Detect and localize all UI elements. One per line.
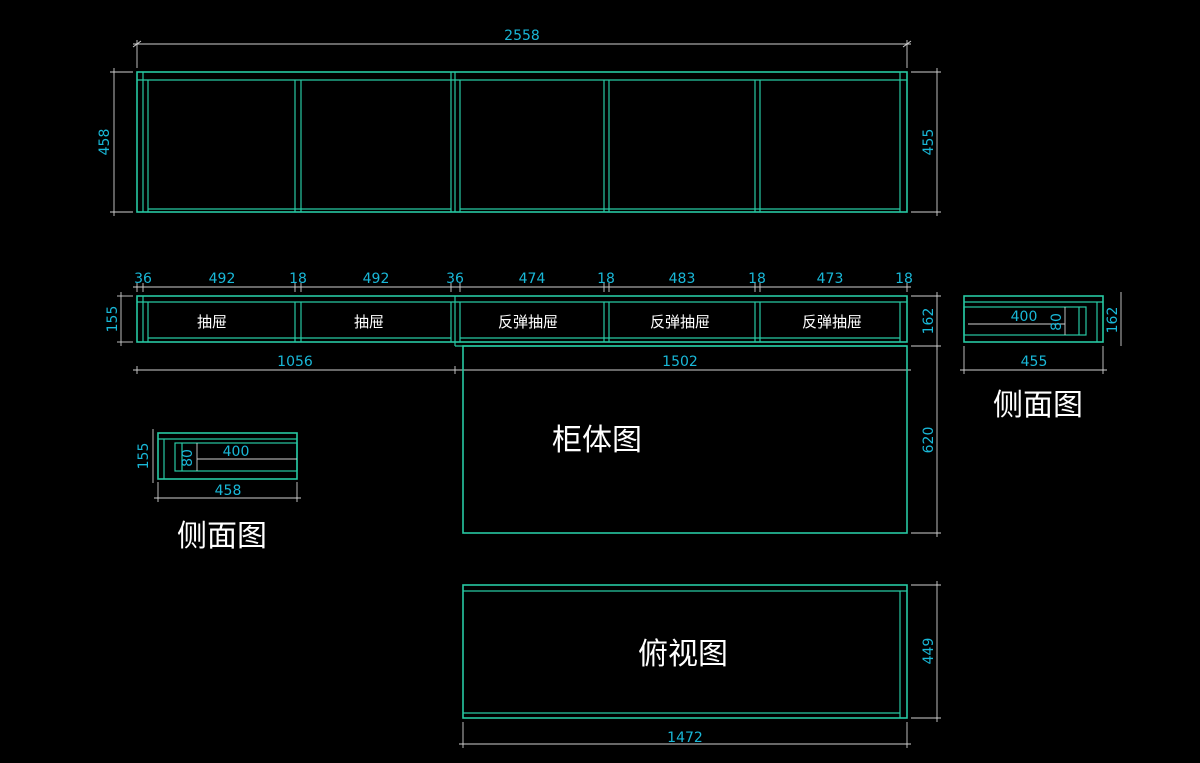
dim-right-side-height: 162	[1105, 307, 1121, 334]
dim-top-1: 492	[209, 271, 236, 287]
dim-left-side-height: 155	[136, 443, 152, 470]
side-view-left: 400 80 155 458 侧面图	[136, 429, 301, 554]
drawer-label-2: 抽屉	[354, 313, 384, 331]
side-view-right-title: 侧面图	[993, 388, 1083, 423]
dim-top-5: 474	[519, 271, 546, 287]
dim-top-10: 18	[895, 271, 913, 287]
dim-drawer-left-height: 155	[105, 306, 121, 333]
dim-top-4: 36	[446, 271, 464, 287]
drawer-label-4: 反弹抽屉	[650, 313, 710, 331]
drawer-label-5: 反弹抽屉	[802, 313, 862, 331]
upper-cabinet-dimensions: 2558 458 455	[97, 28, 941, 216]
dim-right-inner-width: 400	[1011, 309, 1038, 325]
drawer-label-3: 反弹抽屉	[498, 313, 558, 331]
drawer-top-ticks	[136, 283, 908, 292]
dim-left-inner-height: 80	[180, 449, 196, 467]
drawer-row-dimensions: 36 492 18 492 36 474 18 483 18 473 18 15…	[105, 271, 941, 374]
side-view-left-title: 侧面图	[177, 519, 267, 554]
dim-drawer-right-height: 162	[921, 308, 937, 335]
dim-top-view-width: 1472	[667, 730, 703, 746]
top-view: 俯视图 449 1472	[459, 581, 941, 748]
dim-top-2: 18	[289, 271, 307, 287]
dim-left-height-458: 458	[97, 129, 113, 156]
dim-top-9: 473	[817, 271, 844, 287]
dim-width-2558: 2558	[504, 28, 540, 44]
dim-bottom-1056: 1056	[277, 354, 313, 370]
dim-top-3: 492	[363, 271, 390, 287]
dim-right-side-width: 455	[1021, 354, 1048, 370]
dim-right-height-455: 455	[921, 129, 937, 156]
side-view-right: 400 80 162 455 侧面图	[960, 292, 1122, 423]
dim-top-7: 483	[669, 271, 696, 287]
dim-top-view-height: 449	[921, 638, 937, 665]
drawer-label-1: 抽屉	[197, 313, 227, 331]
dim-right-inner-height: 80	[1049, 313, 1065, 331]
dim-top-0: 36	[134, 271, 152, 287]
upper-cabinet	[136, 71, 908, 213]
dim-left-side-width: 458	[215, 483, 242, 499]
cabinet-body: 柜体图 620	[462, 345, 941, 537]
dim-top-6: 18	[597, 271, 615, 287]
dim-cabinet-height-620: 620	[921, 427, 937, 454]
dim-top-8: 18	[748, 271, 766, 287]
drawer-row: 抽屉 抽屉 反弹抽屉 反弹抽屉 反弹抽屉	[136, 295, 908, 347]
dim-bottom-1502: 1502	[662, 354, 698, 370]
top-view-title: 俯视图	[638, 637, 728, 672]
dim-left-inner-width: 400	[223, 444, 250, 460]
cabinet-body-title: 柜体图	[552, 423, 642, 458]
